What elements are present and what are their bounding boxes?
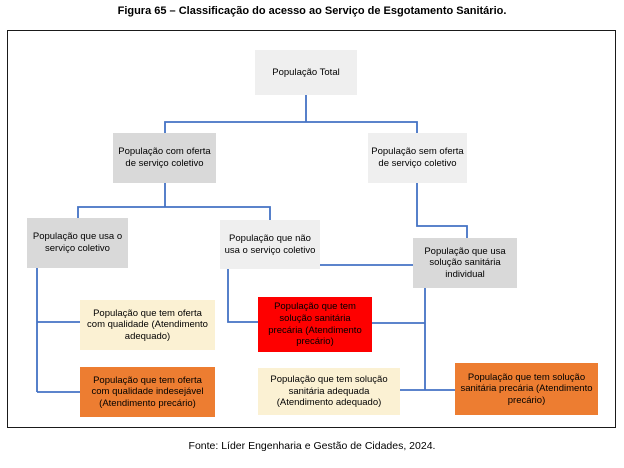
figure-source: Fonte: Líder Engenharia e Gestão de Cida… [188,440,436,452]
node-oferta-com-qualidade-adequado: População que tem oferta com qualidade (… [80,300,215,350]
node-label: População que usa solução sanitária indi… [424,245,506,280]
node-label: População que tem solução sanitária prec… [460,371,593,406]
node-label: População que tem solução sanitária prec… [268,301,362,348]
node-solucao-adequada: População que tem solução sanitária adeq… [258,368,400,415]
node-label: População Total [272,66,340,78]
node-label: População com oferta de serviço coletivo [118,146,211,169]
node-nao-usa-servico-coletivo: População que não usa o serviço coletivo [220,220,320,269]
node-populacao-total: População Total [255,50,357,95]
node-label: População que tem solução sanitária adeq… [270,374,388,409]
node-label: População que tem oferta com qualidade i… [91,374,204,409]
node-solucao-precaria-vermelho: População que tem solução sanitária prec… [258,297,372,352]
node-label: População que usa o serviço coletivo [32,231,123,254]
node-label: População que tem oferta com qualidade (… [87,307,208,342]
node-label: População sem oferta de serviço coletivo [371,146,464,169]
node-solucao-precaria-laranja: População que tem solução sanitária prec… [455,363,598,415]
node-oferta-qualidade-indesejavel: População que tem oferta com qualidade i… [80,367,215,417]
node-com-oferta-servico-coletivo: População com oferta de serviço coletivo [113,133,216,183]
node-solucao-sanitaria-individual: População que usa solução sanitária indi… [413,238,517,288]
figure-title: Figura 65 – Classificação do acesso ao S… [117,5,507,17]
node-sem-oferta-servico-coletivo: População sem oferta de serviço coletivo [368,133,467,183]
node-label: População que não usa o serviço coletivo [224,232,316,256]
node-usa-servico-coletivo: População que usa o serviço coletivo [27,218,128,268]
